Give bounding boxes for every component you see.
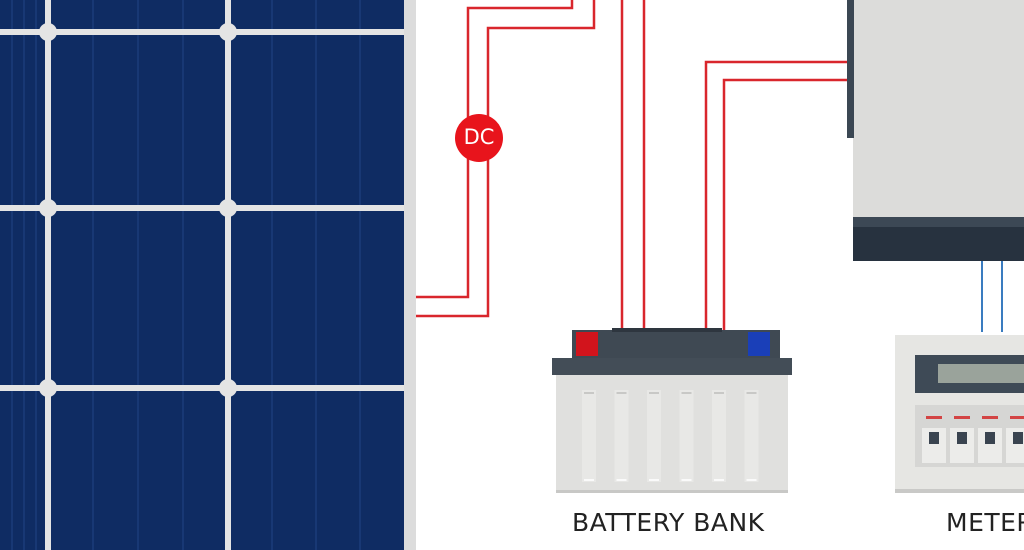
breaker-indicator <box>926 416 942 419</box>
cell-mark <box>649 392 659 394</box>
cell-mark <box>746 479 757 481</box>
cell-border <box>0 205 404 211</box>
ac-wires <box>981 261 1003 332</box>
cell-joint <box>219 379 237 397</box>
cell-joint <box>219 23 237 41</box>
cell-mark <box>681 479 692 481</box>
cell-mark <box>584 479 594 481</box>
meter <box>895 335 1024 493</box>
breaker-indicator <box>1010 416 1024 419</box>
battery-cell <box>647 390 661 482</box>
cell-mark <box>584 392 594 394</box>
battery <box>552 328 792 493</box>
battery-cell <box>679 390 694 482</box>
cell-joint <box>219 199 237 217</box>
breaker-indicator <box>982 416 998 419</box>
solar-panel <box>0 0 416 550</box>
cell-border <box>0 385 404 391</box>
cell-mark <box>681 392 692 394</box>
battery-bank-label: BATTERY BANK <box>572 508 765 537</box>
cell-mark <box>746 392 757 394</box>
breaker-switch <box>985 432 995 444</box>
cell-border <box>225 0 231 550</box>
dc-wires <box>416 0 850 332</box>
battery-cell <box>744 390 759 482</box>
cell-joint <box>39 199 57 217</box>
breaker-switch <box>1013 432 1023 444</box>
cell-joint <box>39 379 57 397</box>
cell-mark <box>649 479 659 481</box>
cell-mark <box>616 479 627 481</box>
battery-cell <box>614 390 629 482</box>
dc-label: DC <box>463 125 495 149</box>
battery-cell <box>712 390 726 482</box>
meter-label: METER <box>946 508 1024 537</box>
battery-cell <box>582 390 596 482</box>
cell-mark <box>714 479 724 481</box>
cell-mark <box>616 392 627 394</box>
dc-badge <box>455 114 503 162</box>
cell-joint <box>39 23 57 41</box>
breaker-switch <box>929 432 939 444</box>
breaker-indicator <box>954 416 970 419</box>
inverter <box>847 0 1024 261</box>
cell-border <box>45 0 51 550</box>
cell-border <box>0 29 404 35</box>
breaker-switch <box>957 432 967 444</box>
cell-mark <box>714 392 724 394</box>
